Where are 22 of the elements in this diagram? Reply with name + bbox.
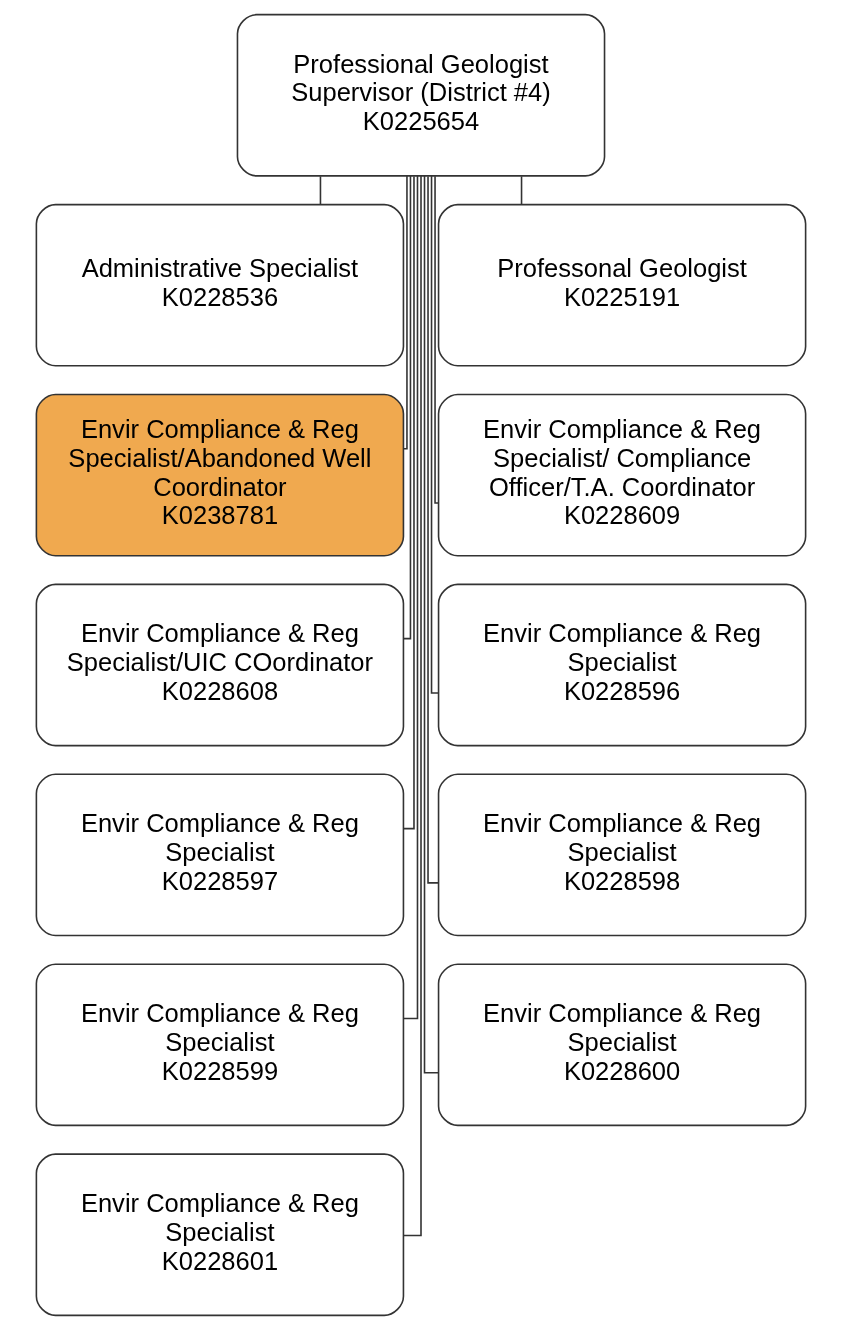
connector [402, 175, 408, 450]
connector [423, 175, 439, 1074]
connector [520, 175, 523, 206]
connector [402, 175, 412, 640]
node-box: Envir Compliance & Reg Specialist/UIC COordinator K0228608 [35, 583, 405, 747]
connector [430, 175, 440, 694]
connector [434, 175, 440, 504]
node-box: Envir Compliance & Reg Specialist/Abandoned Well Coordinator K0238781 [35, 393, 405, 557]
connector [402, 175, 415, 830]
node-box: Envir Compliance & Reg Specialist K0228601 [35, 1153, 405, 1317]
connector [427, 175, 440, 884]
connector [319, 175, 322, 206]
node-box: Envir Compliance & Reg Specialist K0228597 [35, 773, 405, 937]
node-box: Professional Geologist Supervisor (District #4) K0225654 [236, 13, 606, 177]
node-box: Envir Compliance & Reg Specialist K0228596 [437, 583, 807, 747]
node-box: Envir Compliance & Reg Specialist K0228600 [437, 963, 807, 1127]
connector [403, 175, 419, 1020]
node-box: Professonal Geologist K0225191 [437, 203, 807, 367]
node-box: Envir Compliance & Reg Specialist K0228599 [35, 963, 405, 1127]
node-box: Envir Compliance & Reg Specialist K0228598 [437, 773, 807, 937]
node-box: Envir Compliance & Reg Specialist/ Compliance Officer/T.A. Coordinator K0228609 [437, 393, 807, 557]
node-box: Administrative Specialist K0228536 [35, 203, 405, 367]
